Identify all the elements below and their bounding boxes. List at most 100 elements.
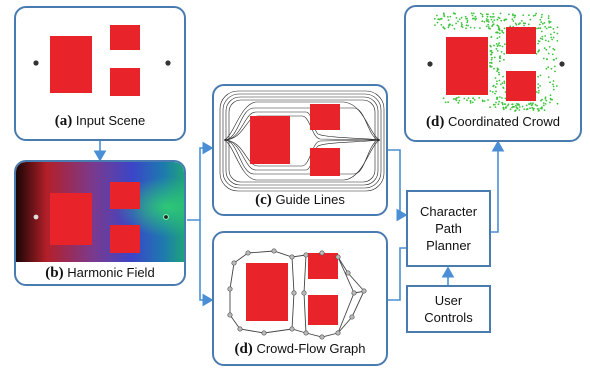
crowd-agent (466, 17, 468, 20)
crowd-agent (545, 27, 548, 30)
crowd-agent (491, 56, 493, 59)
crowd-agent (550, 67, 553, 70)
crowd-agent (504, 43, 506, 46)
crowd-agent (491, 21, 494, 23)
crowd-agent (452, 12, 455, 14)
graph-node (335, 330, 341, 336)
crowd-agent (496, 80, 498, 83)
crowd-agent (534, 103, 537, 106)
guide-line-ring (219, 90, 385, 192)
crowd-agent (522, 22, 525, 25)
caption-crowd-flow-graph: (d) Crowd-Flow Graph (214, 341, 386, 358)
crowd-agent (548, 46, 551, 48)
crowd-agent (454, 98, 457, 100)
crowd-agent (500, 51, 503, 53)
crowd-agent (473, 27, 476, 29)
crowd-agent (472, 12, 475, 15)
crowd-agent (556, 32, 559, 35)
crowd-agent (551, 98, 553, 101)
crowd-agent (545, 58, 548, 60)
crowd-agent (498, 73, 501, 76)
crowd-agent (498, 71, 500, 74)
crowd-agent (443, 15, 446, 18)
crowd-agent (491, 91, 494, 93)
crowd-agent (535, 91, 538, 93)
crowd-agent (499, 57, 501, 60)
crowd-agent (498, 42, 500, 44)
crowd-agent (490, 58, 493, 61)
crowd-agent (495, 43, 498, 45)
crowd-agent (490, 36, 493, 38)
crowd-agent (497, 44, 500, 46)
crowd-agent (461, 23, 463, 26)
crowd-agent (456, 97, 458, 99)
crowd-agent (497, 16, 500, 19)
crowd-agent (547, 52, 550, 55)
crowd-agent (496, 50, 499, 52)
crowd-agent (493, 19, 496, 21)
panel-crowd-flow-graph: (d) Crowd-Flow Graph (212, 231, 388, 366)
crowd-obstacle-large (446, 37, 488, 95)
crowd-agent (547, 40, 550, 43)
crowd-agent (503, 27, 506, 30)
caption-harmonic-field: (b) Harmonic Field (16, 265, 184, 282)
crowd-agent (549, 21, 552, 23)
crowd-agent (457, 96, 460, 99)
crowd-agent (490, 61, 493, 64)
crowd-agent (543, 109, 546, 111)
crowd-agent (433, 17, 436, 20)
crowd-agent (479, 27, 481, 29)
graph-node (319, 250, 325, 256)
crowd-agent (552, 83, 554, 86)
crowd-agent (443, 27, 446, 30)
panel-guide-lines: (c) Guide Lines (212, 84, 388, 216)
crowd-agent (542, 102, 545, 104)
crowd-agent (549, 81, 551, 84)
crowd-obstacle-top (506, 27, 536, 54)
crowd-agent (501, 82, 504, 85)
graph-edge (229, 250, 365, 292)
graph-obstacle-top (308, 253, 338, 279)
crowd-agent (499, 55, 501, 57)
crowd-agent (500, 19, 503, 22)
crowd-agent (544, 25, 547, 28)
crowd-agent (504, 106, 507, 109)
crowd-agent (502, 32, 505, 34)
crowd-agent (490, 45, 492, 48)
crowd-agent (496, 96, 498, 99)
graph-node (231, 260, 237, 266)
crowd-agent (547, 17, 550, 20)
graph-node (361, 288, 367, 294)
crowd-agent (532, 102, 534, 104)
crowd-agent (553, 59, 555, 61)
label-input-scene: Input Scene (75, 113, 146, 128)
graph-node (245, 250, 251, 256)
user-controls-line-1: User (434, 293, 463, 308)
crowd-agent (549, 101, 551, 104)
crowd-agent (436, 14, 438, 17)
crowd-agent (514, 14, 517, 17)
crowd-agent (492, 103, 495, 106)
crowd-agent (547, 76, 550, 78)
crowd-agent (499, 44, 501, 47)
crowd-agent (489, 27, 491, 30)
crowd-agent (495, 90, 497, 93)
crowd-agent (550, 33, 552, 36)
crowd-agent (494, 86, 497, 89)
crowd-agent (538, 89, 540, 92)
crowd-agent (501, 45, 504, 48)
crowd-agent (447, 16, 449, 18)
field-obstacle-large (50, 193, 92, 245)
crowd-agent (539, 18, 542, 21)
crowd-agent (527, 23, 530, 26)
guide-obstacle-top (310, 104, 340, 130)
crowd-agent (548, 26, 550, 29)
crowd-flow-graph-illustration (227, 248, 367, 340)
crowd-agent (496, 83, 498, 85)
crowd-agent (457, 102, 460, 104)
arrow-field-to-branches (187, 141, 214, 221)
crowd-agent (549, 94, 552, 97)
crowd-agent (545, 48, 548, 51)
crowd-agent (485, 13, 488, 16)
crowd-agent (537, 50, 539, 53)
